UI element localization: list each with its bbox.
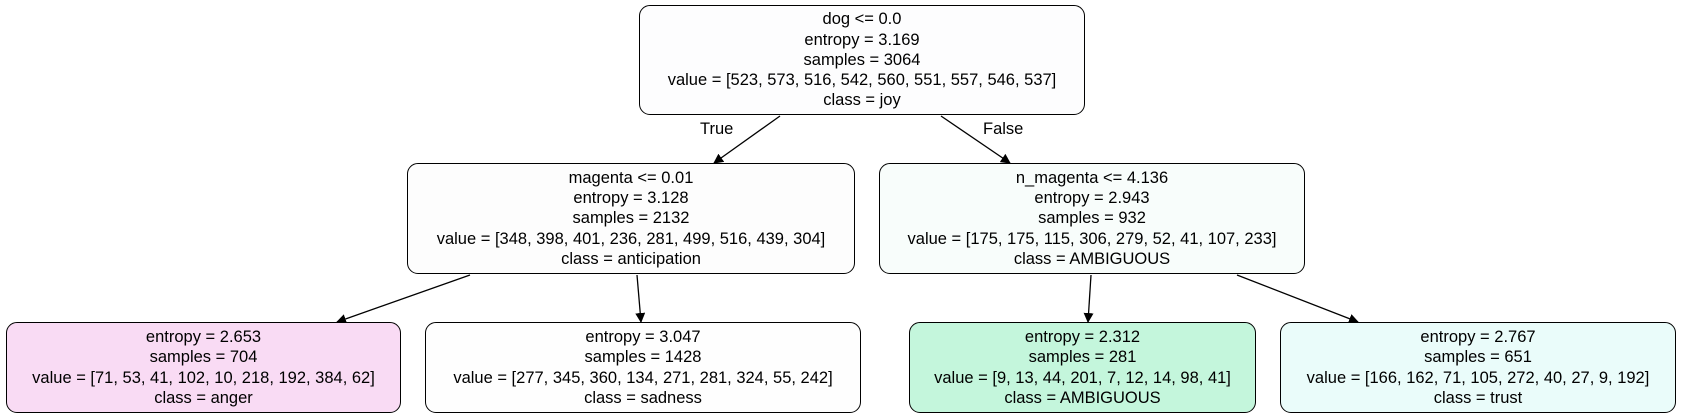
node-value: value = [523, 573, 516, 542, 560, 551, 5…: [667, 71, 1057, 90]
edge-root-right: [940, 115, 1011, 164]
node-entropy: entropy = 3.047: [585, 328, 701, 347]
edge-right-rr: [1236, 274, 1359, 324]
node-class: class = trust: [1433, 388, 1523, 407]
edge-left-ll: [336, 274, 471, 324]
node-samples: samples = 1428: [584, 348, 702, 367]
node-entropy: entropy = 2.312: [1024, 328, 1141, 347]
node-class: class = sadness: [584, 388, 702, 407]
node-entropy: entropy = 2.943: [1034, 189, 1150, 208]
node-samples: samples = 651: [1424, 348, 1532, 367]
node-value: value = [166, 162, 71, 105, 272, 40, 27,…: [1306, 368, 1650, 387]
node-entropy: entropy = 3.128: [573, 189, 689, 208]
left-node: magenta <= 0.01 entropy = 3.128 samples …: [407, 163, 855, 274]
node-value: value = [9, 13, 44, 201, 7, 12, 14, 98, …: [934, 368, 1231, 387]
node-samples: samples = 2132: [572, 209, 690, 228]
edge-root-left: [713, 115, 781, 164]
root-node: dog <= 0.0 entropy = 3.169 samples = 306…: [639, 5, 1085, 115]
node-value: value = [71, 53, 41, 102, 10, 218, 192, …: [32, 368, 375, 387]
node-samples: samples = 3064: [803, 50, 921, 69]
node-class: class = anticipation: [561, 249, 701, 268]
node-value: value = [277, 345, 360, 134, 271, 281, 3…: [453, 368, 833, 387]
node-samples: samples = 704: [149, 348, 258, 367]
node-split: magenta <= 0.01: [568, 168, 694, 187]
node-value: value = [348, 398, 401, 236, 281, 499, 5…: [436, 229, 826, 248]
node-samples: samples = 281: [1028, 348, 1137, 367]
node-class: class = AMBIGUOUS: [1004, 388, 1161, 407]
node-value: value = [175, 175, 115, 306, 279, 52, 41…: [907, 229, 1277, 248]
edge-label-true: True: [700, 120, 734, 138]
leaf-node-anger: entropy = 2.653 samples = 704 value = [7…: [6, 322, 401, 413]
leaf-node-trust: entropy = 2.767 samples = 651 value = [1…: [1280, 322, 1676, 413]
edge-label-false: False: [983, 120, 1024, 138]
node-class: class = anger: [154, 388, 253, 407]
leaf-node-ambiguous: entropy = 2.312 samples = 281 value = [9…: [909, 322, 1256, 413]
edge-left-lr: [635, 274, 646, 323]
node-entropy: entropy = 2.653: [145, 328, 262, 347]
edge-right-rl: [1083, 274, 1094, 323]
node-entropy: entropy = 2.767: [1420, 328, 1536, 347]
leaf-node-sadness: entropy = 3.047 samples = 1428 value = […: [425, 322, 861, 413]
right-node: n_magenta <= 4.136 entropy = 2.943 sampl…: [879, 163, 1305, 274]
node-class: class = joy: [823, 91, 901, 110]
node-class: class = AMBIGUOUS: [1013, 249, 1171, 268]
node-split: n_magenta <= 4.136: [1015, 168, 1169, 187]
node-entropy: entropy = 3.169: [804, 30, 920, 49]
node-samples: samples = 932: [1038, 209, 1146, 228]
node-split: dog <= 0.0: [822, 10, 902, 29]
